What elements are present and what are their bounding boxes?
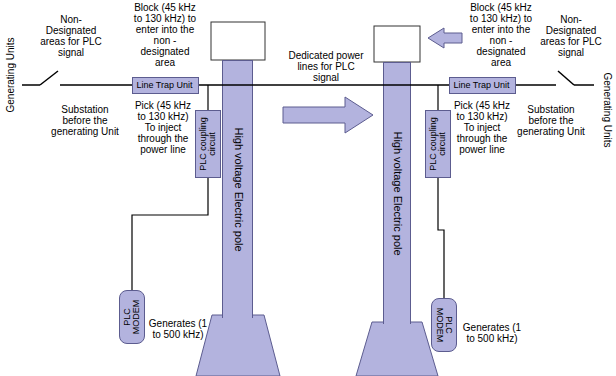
- power-line: [222, 84, 253, 86]
- switch-blade: [558, 71, 574, 85]
- tap-wire: [207, 85, 208, 111]
- tap-wire: [437, 85, 438, 111]
- node-text: Line Trap Unit: [137, 81, 193, 90]
- annotation-label: Generates (1 to 500 kHz): [462, 322, 522, 344]
- node-text: PLC coupling circuit: [429, 114, 447, 174]
- line-trap-box: Line Trap Unit: [132, 77, 199, 94]
- electric-pole: High voltage Electric pole: [383, 62, 411, 324]
- electric-pole: High voltage Electric pole: [222, 60, 253, 318]
- pole-top: [374, 26, 420, 62]
- block-arrow: [428, 28, 462, 48]
- node-text: PLC MODEM: [435, 302, 453, 348]
- modem-box: PLC MODEM: [431, 298, 457, 352]
- node-text: PLC coupling circuit: [199, 114, 217, 174]
- signal-wire: [438, 178, 444, 298]
- modem-box: PLC MODEM: [119, 290, 145, 344]
- pole-base: [196, 315, 280, 376]
- signal-wire: [132, 178, 208, 290]
- line-trap-box: Line Trap Unit: [449, 77, 516, 94]
- annotation-label: Pick (45 kHz to 130 kHz) To inject throu…: [133, 100, 193, 155]
- pole-base: [356, 322, 438, 376]
- annotation-label: Pick (45 kHz to 130 kHz) To inject throu…: [452, 100, 512, 155]
- power-line: [22, 84, 40, 86]
- node-text: High voltage Electric pole: [392, 74, 403, 312]
- block-arrow: [283, 97, 373, 133]
- annotation-label: Non-Designated areas for PLC signal: [38, 14, 104, 58]
- node-text: Line Trap Unit: [454, 81, 510, 90]
- annotation-label: Generating Units: [602, 72, 613, 147]
- annotation-label: Generating Units: [5, 37, 16, 112]
- power-line: [383, 84, 411, 86]
- node-text: PLC MODEM: [123, 294, 141, 340]
- annotation-label: Substation before the generating Unit: [48, 104, 122, 137]
- coupling-box: PLC coupling circuit: [195, 110, 221, 178]
- pole-top: [211, 22, 265, 60]
- switch-blade: [40, 71, 58, 85]
- annotation-label: Non-Designated areas for PLC signal: [540, 14, 602, 58]
- annotation-label: Substation before the generating Unit: [514, 104, 588, 137]
- coupling-box: PLC coupling circuit: [425, 110, 451, 178]
- node-text: High voltage Electric pole: [232, 72, 243, 306]
- power-line: [574, 84, 594, 86]
- annotation-label: Generates (1 to 500 kHz): [148, 318, 208, 340]
- annotation-label: Dedicated power lines for PLC signal: [288, 50, 364, 83]
- annotation-label: Block (45 kHz to 130 kHz) to enter into …: [466, 2, 536, 68]
- annotation-label: Block (45 kHz to 130 kHz) to enter into …: [130, 2, 200, 68]
